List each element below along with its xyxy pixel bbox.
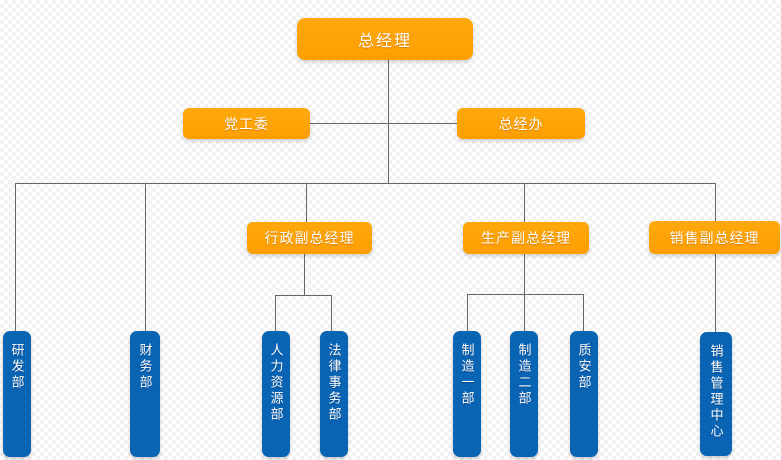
connector-line [715,183,716,221]
connector-line [145,183,146,331]
connector-line [304,254,305,295]
connector-line [524,183,525,222]
connector-line [388,60,389,183]
node-manufacturing-2-dept: 制造二部 [510,331,538,457]
node-sales-management-center: 销售管理中心 [700,332,732,456]
connector-line [275,295,276,331]
connector-line [467,294,468,331]
connector-line [524,254,525,331]
node-quality-safety-dept: 质安部 [570,331,598,457]
connector-line [306,183,307,222]
connector-line [15,183,16,331]
node-label: 制造一部 [459,343,475,407]
node-label: 法律事务部 [326,343,342,423]
node-label: 生产副总经理 [481,230,571,246]
node-label: 财务部 [137,343,153,391]
connector-line [275,295,332,296]
node-general-manager: 总经理 [297,18,473,60]
connector-line [467,294,584,295]
node-label: 销售副总经理 [669,229,760,246]
connector-line [583,294,584,331]
node-label: 行政副总经理 [264,230,355,246]
node-label: 质安部 [576,343,592,391]
connector-line [310,123,457,124]
node-label: 人力资源部 [268,343,284,423]
connector-line [331,295,332,331]
node-finance-dept: 财务部 [130,331,160,457]
connector-line [715,254,716,332]
node-manufacturing-1-dept: 制造一部 [453,331,481,457]
node-party-committee: 党工委 [183,108,310,139]
node-legal-dept: 法律事务部 [320,331,348,457]
node-label: 制造二部 [516,343,532,407]
node-gm-office: 总经办 [457,108,585,139]
node-production-vice-gm: 生产副总经理 [463,222,589,254]
node-label: 党工委 [224,115,269,132]
node-hr-dept: 人力资源部 [262,331,290,457]
node-admin-vice-gm: 行政副总经理 [247,222,372,254]
node-sales-vice-gm: 销售副总经理 [649,221,780,254]
connector-line [15,183,716,184]
node-label: 销售管理中心 [708,344,724,440]
node-label: 总经办 [498,115,544,132]
node-label: 研发部 [9,343,25,391]
node-label: 总经理 [357,33,412,50]
node-rd-dept: 研发部 [3,331,31,457]
